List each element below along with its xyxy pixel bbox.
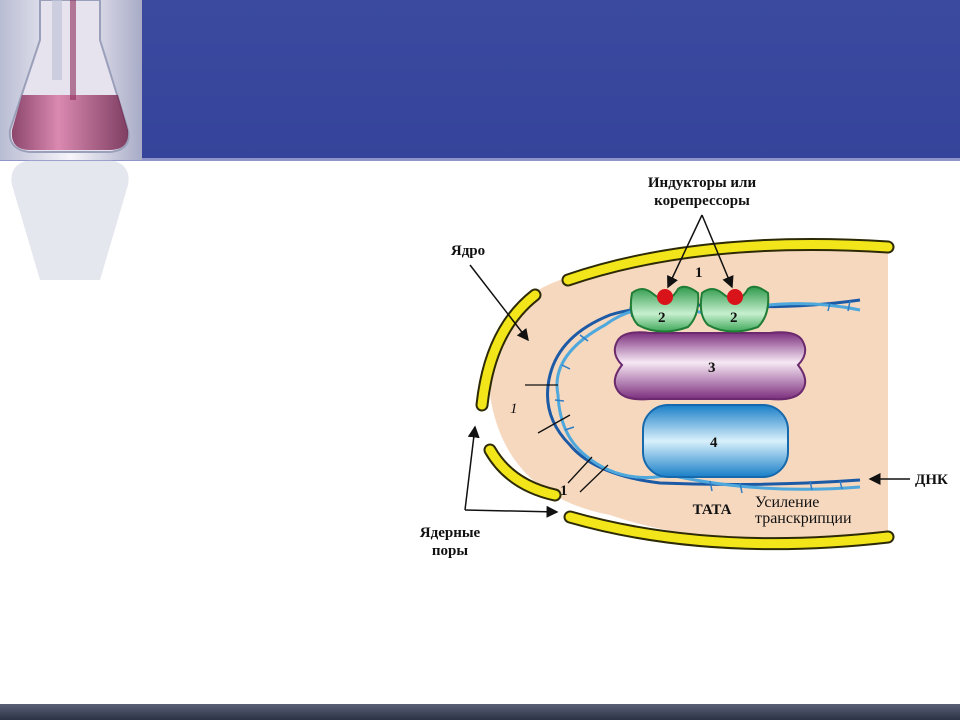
flask-reflection <box>0 160 142 280</box>
label-inducers-line1: Индукторы или <box>648 175 757 191</box>
nucleus-diagram: Индукторы или корепрессоры Ядро Ядерные … <box>420 175 948 559</box>
label-enhance-line2: транскрипции <box>755 510 852 527</box>
receptor-right <box>699 285 770 333</box>
arrow-inducer-left <box>667 214 703 289</box>
num-top-1: 1 <box>695 265 703 281</box>
receptor-left-number: 2 <box>658 310 666 326</box>
label-pores-line2: поры <box>432 543 468 559</box>
receptor-right-number: 2 <box>730 310 738 326</box>
header-band <box>0 0 960 160</box>
label-nucleus: Ядро <box>451 243 485 259</box>
arrow-inducer-right <box>701 214 734 289</box>
protein-block-4 <box>642 404 789 478</box>
arrow-nucleus <box>469 264 529 342</box>
label-dna: ДНК <box>915 472 948 488</box>
inducer-dot-left <box>657 289 673 305</box>
label-inducers-line2: корепрессоры <box>654 193 750 209</box>
num-bottom-1: 1 <box>560 483 568 499</box>
flask-icon <box>0 0 142 160</box>
label-enhance-line1: Усиление <box>755 494 819 511</box>
num-left-1: 1 <box>510 401 518 417</box>
label-tata: ТАТА <box>693 502 732 518</box>
inducer-dot-right <box>727 289 743 305</box>
receptor-left <box>629 285 700 333</box>
flask-image <box>0 0 142 160</box>
arrow-pore-upper <box>464 425 480 511</box>
block-3-number: 3 <box>708 360 716 376</box>
arrow-pore-lower <box>464 505 559 518</box>
block-4-number: 4 <box>710 435 718 451</box>
protein-block-3 <box>613 331 807 401</box>
header-divider <box>0 158 960 161</box>
label-pores-line1: Ядерные <box>420 525 481 541</box>
footer-band <box>0 704 960 720</box>
